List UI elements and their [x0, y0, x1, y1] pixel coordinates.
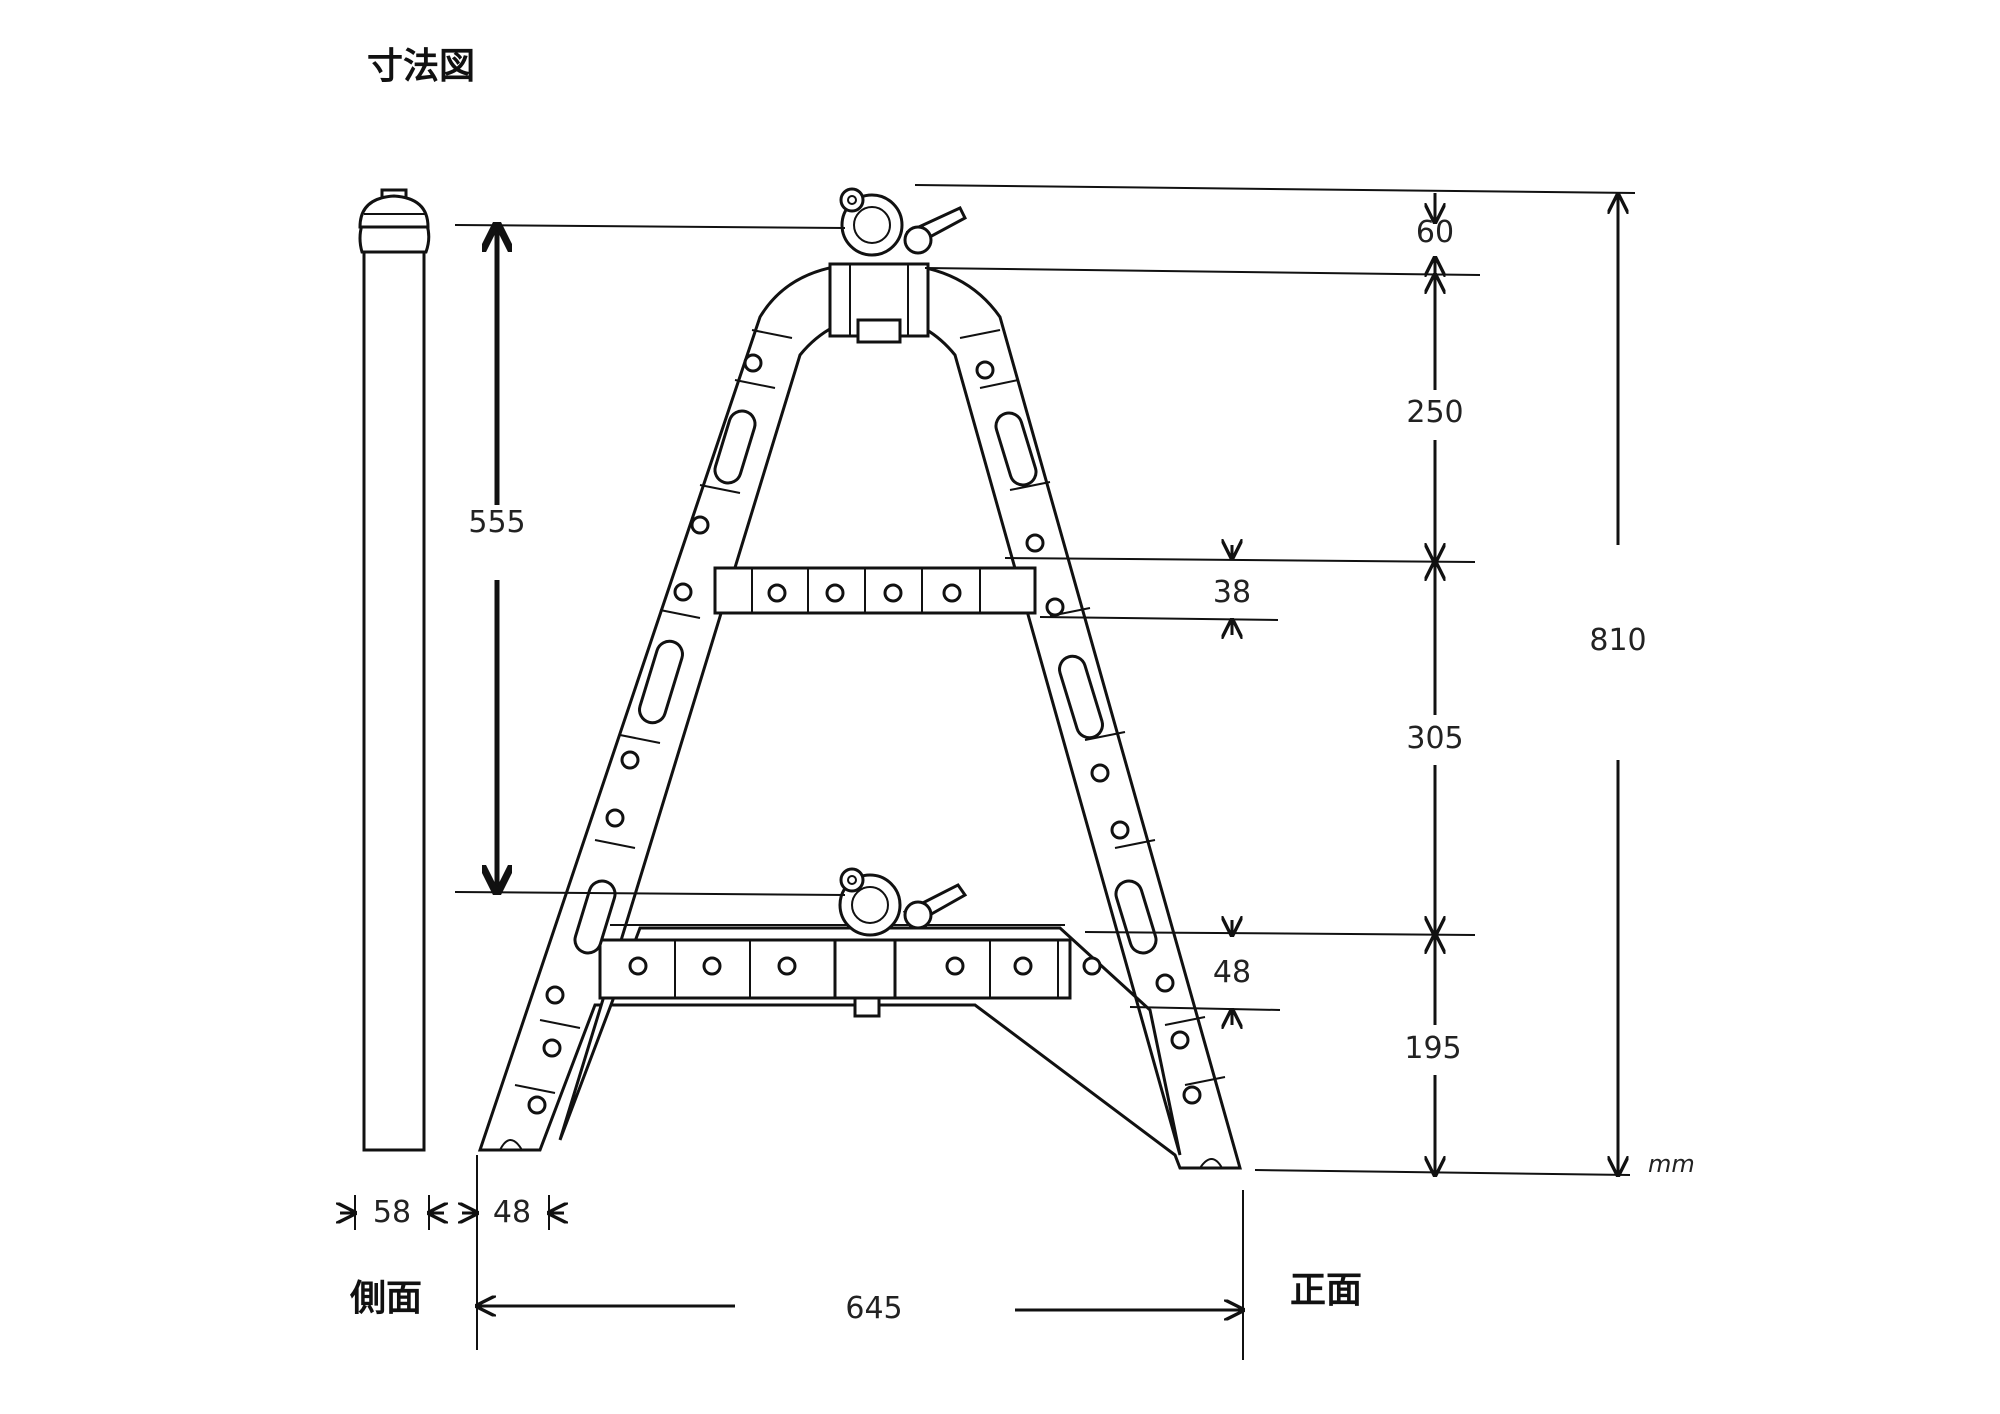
drawing-title: 寸法図: [367, 46, 475, 87]
side-post-top: [358, 194, 430, 229]
dim-middle-section: 305: [1406, 721, 1463, 756]
unit-label: mm: [1648, 1150, 1695, 1178]
dim-upper-bar-width: 38: [1213, 575, 1251, 610]
dim-upper-section: 250: [1406, 395, 1463, 430]
dim-bottom-section: 195: [1404, 1031, 1461, 1066]
lower-clamp-icon: [838, 867, 968, 937]
top-clamp-icon: [839, 187, 967, 257]
a-frame: [477, 187, 1242, 1170]
side-post-cap: [358, 223, 431, 254]
upper-crossbar: [713, 566, 1037, 615]
dim-leg-width: 48: [493, 1195, 531, 1230]
front-view-label: 正面: [1290, 1270, 1362, 1311]
dim-clamp-span: 555: [468, 505, 525, 540]
dim-total-height: 810: [1589, 623, 1646, 658]
dim-side-depth: 58: [373, 1195, 411, 1230]
dim-top-clamp: 60: [1416, 215, 1454, 250]
side-view-label: 側面: [349, 1278, 422, 1319]
dim-lower-bar-width: 48: [1213, 955, 1251, 990]
side-post: [362, 248, 426, 1152]
side-view: [358, 188, 431, 1152]
dim-base-width: 645: [845, 1291, 902, 1326]
